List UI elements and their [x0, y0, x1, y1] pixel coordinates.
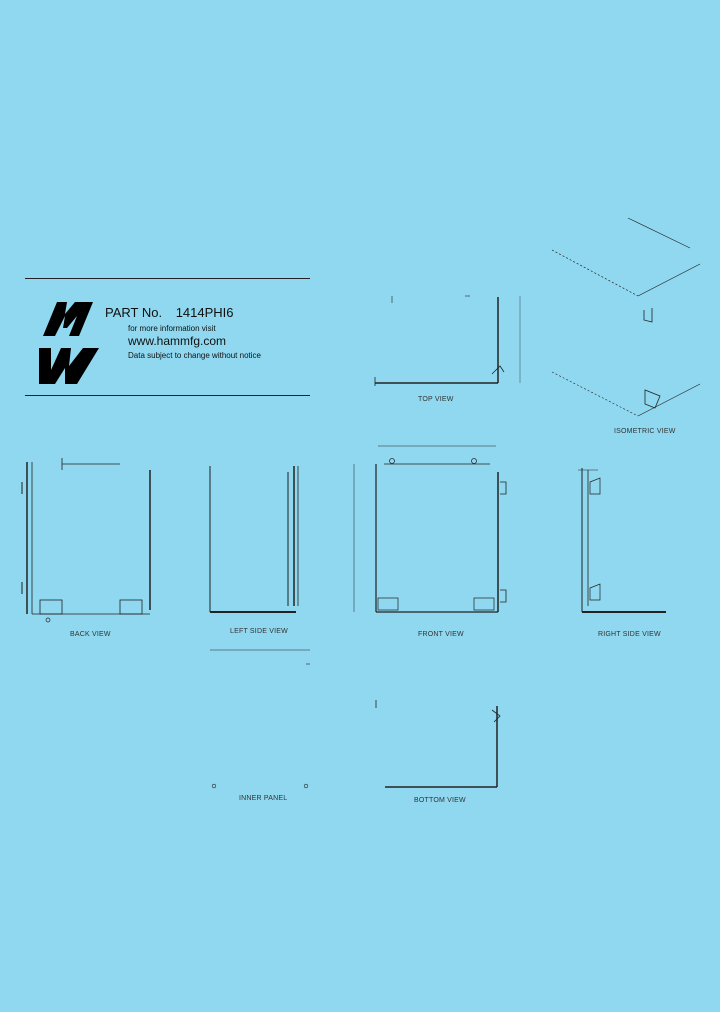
back-view-label: BACK VIEW	[70, 631, 111, 638]
right-side-view-drawing	[578, 468, 666, 613]
website-link[interactable]: www.hammfg.com	[128, 334, 227, 348]
inner-panel-label: INNER PANEL	[239, 795, 288, 802]
part-number-line: PART No. 1414PHI6	[105, 305, 244, 320]
part-label: PART No.	[105, 305, 163, 320]
part-number: 1414PHI6	[175, 305, 234, 320]
bottom-view-label: BOTTOM VIEW	[414, 797, 466, 804]
top-view-label: TOP VIEW	[418, 396, 454, 403]
info-text: for more information visit	[128, 324, 216, 333]
front-view-drawing	[353, 445, 507, 613]
right-side-view-label: RIGHT SIDE VIEW	[598, 631, 661, 638]
hammond-logo	[39, 302, 99, 384]
left-side-view-label: LEFT SIDE VIEW	[230, 628, 288, 635]
top-view-drawing	[374, 295, 521, 386]
title-block-bottom-rule	[25, 395, 310, 396]
isometric-view-drawing	[551, 217, 701, 417]
left-side-view-drawing	[209, 466, 310, 651]
front-view-label: FRONT VIEW	[418, 631, 464, 638]
isometric-view-label: ISOMETRIC VIEW	[614, 428, 676, 435]
back-view-drawing	[21, 458, 151, 623]
bottom-view-drawing	[375, 700, 501, 788]
title-block-top-rule	[25, 278, 310, 279]
inner-panel-drawing	[211, 663, 310, 789]
notice-text: Data subject to change without notice	[128, 351, 261, 360]
